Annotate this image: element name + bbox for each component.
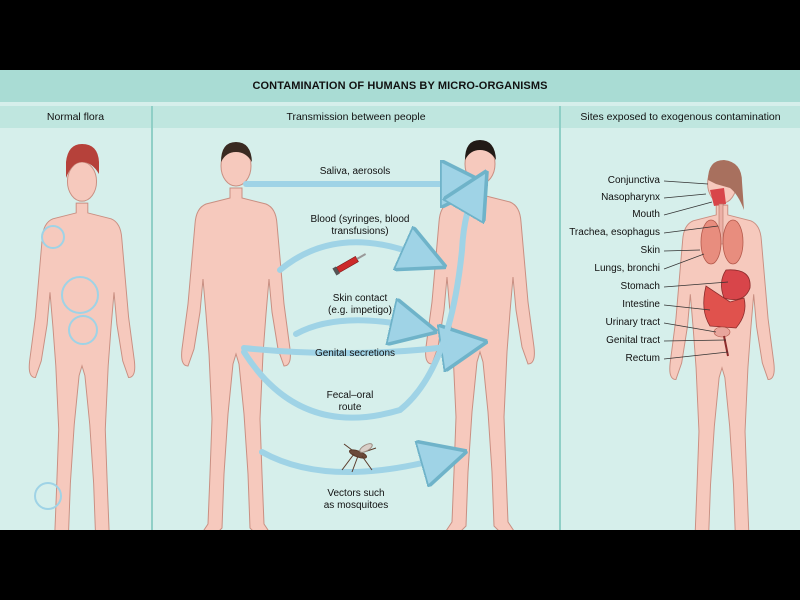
site-label: Skin bbox=[640, 245, 660, 256]
site-label: Trachea, esophagus bbox=[569, 227, 660, 238]
male-figure-source bbox=[181, 142, 291, 530]
diagram-title: CONTAMINATION OF HUMANS BY MICRO-ORGANIS… bbox=[0, 70, 800, 102]
site-label: Rectum bbox=[625, 353, 660, 364]
site-label: Urinary tract bbox=[605, 317, 660, 328]
column-header-normal-flora: Normal flora bbox=[0, 106, 151, 128]
site-label: Stomach bbox=[620, 281, 660, 292]
site-label: Genital tract bbox=[606, 335, 660, 346]
site-label: Mouth bbox=[632, 209, 660, 220]
transmission-arrows bbox=[241, 184, 478, 472]
route-label-vectors-line2: as mosquitoes bbox=[323, 500, 389, 511]
route-label-genital: Genital secretions bbox=[314, 348, 396, 359]
route-label-skin-line2: (e.g. impetigo) bbox=[328, 305, 392, 316]
syringe-icon bbox=[332, 253, 367, 276]
column-divider bbox=[151, 106, 153, 530]
column-divider bbox=[559, 106, 561, 530]
site-leader-lines bbox=[663, 180, 729, 360]
route-label-fecal-line1: Fecal–oral bbox=[326, 390, 374, 401]
diagram-frame: CONTAMINATION OF HUMANS BY MICRO-ORGANIS… bbox=[0, 70, 800, 530]
column-header-transmission: Transmission between people bbox=[153, 106, 559, 128]
male-figure-recipient bbox=[425, 140, 535, 530]
anatomy-figure bbox=[669, 160, 775, 530]
mosquito-icon bbox=[341, 443, 377, 473]
route-label-fecal-line2: route bbox=[338, 402, 362, 413]
female-figure bbox=[28, 144, 136, 530]
route-label-skin: Skin contact(e.g. impetigo) bbox=[310, 293, 410, 317]
column-header-exposed-sites: Sites exposed to exogenous contamination bbox=[561, 106, 800, 128]
site-label: Conjunctiva bbox=[607, 175, 660, 186]
site-label: Lungs, bronchi bbox=[594, 263, 660, 274]
route-label-vectors-line1: Vectors such bbox=[327, 488, 385, 499]
route-label-blood-line2: transfusions) bbox=[331, 226, 389, 237]
site-label: Intestine bbox=[622, 299, 660, 310]
route-label-skin-line1: Skin contact bbox=[332, 293, 388, 304]
site-label: Nasopharynx bbox=[601, 192, 660, 203]
route-label-saliva: Saliva, aerosols bbox=[319, 166, 391, 177]
illustration bbox=[28, 140, 775, 530]
route-label-blood-line1: Blood (syringes, blood bbox=[310, 214, 410, 225]
